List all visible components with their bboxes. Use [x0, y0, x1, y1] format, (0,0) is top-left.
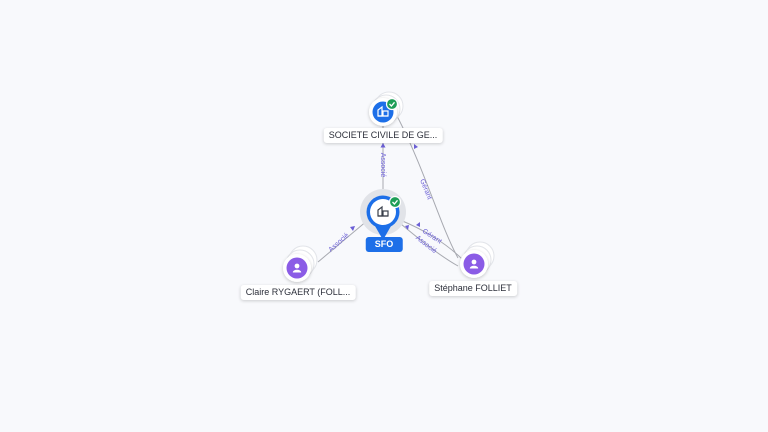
node-societe-civile[interactable]	[369, 91, 404, 126]
node-sfo[interactable]	[360, 189, 406, 240]
edge-label: Gérant	[418, 178, 433, 201]
node-label-stephane-folliet[interactable]: Stéphane FOLLIET	[429, 281, 517, 296]
edge-label: Associé	[379, 153, 386, 178]
check-badge-icon	[385, 97, 399, 111]
node-claire-rygaert[interactable]	[283, 245, 318, 282]
node-label-claire-rygaert[interactable]: Claire RYGAERT (FOLL...	[240, 285, 356, 300]
arrow-icon	[405, 225, 409, 230]
arrow-icon	[416, 222, 420, 227]
building-icon	[377, 205, 389, 217]
check-badge-icon	[388, 195, 402, 209]
node-label-sfo[interactable]: SFO	[365, 237, 403, 252]
node-label-societe-civile[interactable]: SOCIETE CIVILE DE GE...	[323, 128, 443, 143]
arrow-icon	[380, 143, 386, 148]
edge-claire-sfo: Associé	[317, 219, 369, 263]
arrow-icon	[350, 226, 355, 231]
arrow-icon	[414, 144, 418, 149]
node-stephane-folliet[interactable]	[460, 241, 495, 278]
edge-label: Associé	[328, 232, 351, 254]
